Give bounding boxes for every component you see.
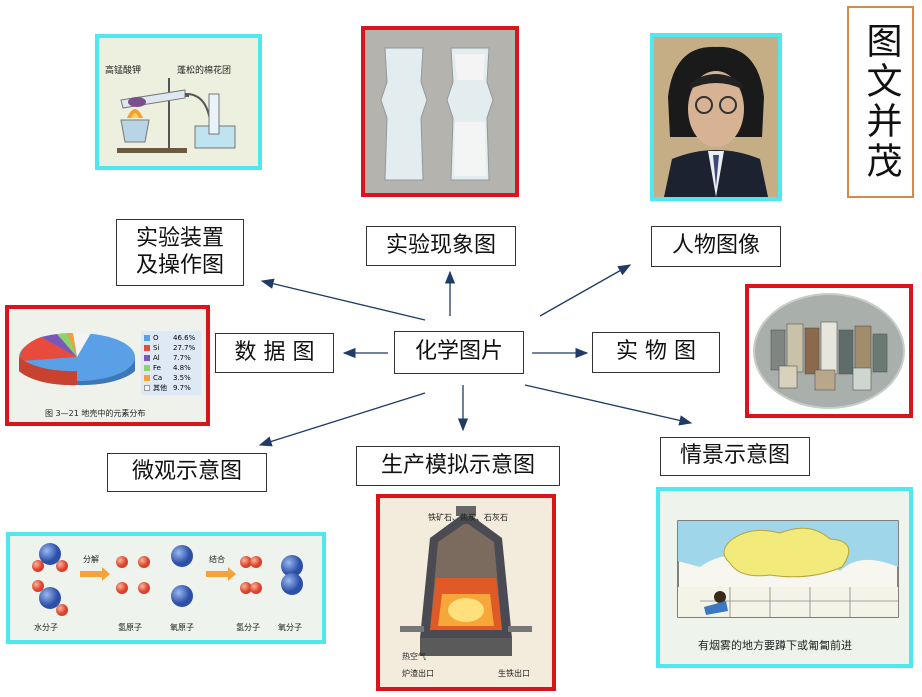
center-label: 化学图片: [394, 331, 524, 374]
corner-title-box: 图文并茂: [847, 6, 914, 198]
label-micro: 微观示意图: [107, 453, 267, 492]
legend-swatch: [144, 345, 150, 351]
scene-caption: 有烟雾的地方要蹲下或匍匐前进: [698, 637, 852, 653]
legend-swatch: [144, 355, 150, 361]
label-phenomenon: 实验现象图: [366, 226, 516, 266]
furnace-image: 铁矿石、焦炭、石灰石 热空气 炉渣出口 生铁出口: [376, 494, 556, 691]
legend-name: O: [153, 334, 173, 342]
arrow-to-micro: [260, 393, 425, 445]
label-apparatus-line2: 及操作图: [136, 253, 224, 279]
legend-name: Ca: [153, 374, 173, 382]
legend-name: Si: [153, 344, 173, 352]
legend-value: 4.8%: [173, 364, 191, 372]
apparatus-drawing: [99, 38, 258, 166]
micro-label-water: 水分子: [34, 622, 58, 633]
gas-jars-drawing: [365, 30, 515, 193]
legend-name: Al: [153, 354, 173, 362]
pie-legend: O 46.6% Si 27.7% Al 7.7% Fe 4.8% Ca 3.5%…: [141, 331, 201, 395]
corner-title: 图文并茂: [855, 22, 907, 182]
micro-label-o-molecule: 氧分子: [278, 622, 302, 633]
legend-value: 3.5%: [173, 374, 191, 382]
portrait-drawing: [654, 37, 778, 197]
apparatus-image: 高锰酸钾 蓬松的棉花团: [95, 34, 262, 170]
legend-swatch: [144, 385, 150, 391]
micro-arrow2-label: 结合: [209, 554, 225, 565]
scene-image: 有烟雾的地方要蹲下或匍匐前进: [656, 487, 913, 668]
furnace-top-label: 铁矿石、焦炭、石灰石: [428, 512, 508, 523]
legend-swatch: [144, 365, 150, 371]
bottles-drawing: [749, 288, 909, 414]
legend-name: Fe: [153, 364, 173, 372]
legend-value: 7.7%: [173, 354, 191, 362]
legend-swatch: [144, 375, 150, 381]
pie-legend-item: O 46.6%: [144, 333, 198, 343]
furnace-hot-air-label: 热空气: [402, 651, 426, 662]
legend-value: 46.6%: [173, 334, 195, 342]
label-apparatus: 实验装置 及操作图: [116, 219, 244, 286]
micro-diagram-image: 分解 结合 水分子 氢原子 氧原子 氢分子 氧分子: [6, 532, 326, 644]
legend-name: 其他: [153, 383, 173, 393]
phenomenon-image: [361, 26, 519, 197]
label-portrait: 人物图像: [651, 226, 781, 267]
legend-value: 9.7%: [173, 384, 191, 392]
legend-value: 27.7%: [173, 344, 195, 352]
portrait-image: [650, 33, 782, 201]
micro-label-h-molecule: 氢分子: [236, 622, 260, 633]
furnace-slag-label: 炉渣出口: [402, 668, 434, 679]
pie-legend-item: Si 27.7%: [144, 343, 198, 353]
micro-label-h-atom: 氢原子: [118, 622, 142, 633]
label-apparatus-line1: 实验装置: [136, 226, 224, 252]
label-data: 数 据 图: [215, 333, 334, 373]
micro-arrow1-label: 分解: [83, 554, 99, 565]
arrow-to-scene: [525, 385, 691, 423]
label-scene: 情景示意图: [660, 437, 810, 476]
label-object: 实 物 图: [592, 332, 720, 373]
furnace-iron-label: 生铁出口: [498, 668, 530, 679]
legend-swatch: [144, 335, 150, 341]
micro-label-o-atom: 氧原子: [170, 622, 194, 633]
pie-caption: 图 3—21 地壳中的元素分布: [45, 408, 145, 419]
arrow-to-apparatus: [262, 281, 425, 320]
pie-legend-item: Ca 3.5%: [144, 373, 198, 383]
pie-legend-item: Al 7.7%: [144, 353, 198, 363]
label-production: 生产模拟示意图: [356, 446, 560, 486]
pie-drawing: [11, 317, 141, 417]
pie-chart-image: O 46.6% Si 27.7% Al 7.7% Fe 4.8% Ca 3.5%…: [5, 305, 210, 426]
object-image: [745, 284, 913, 418]
pie-legend-item: 其他 9.7%: [144, 383, 198, 393]
arrow-to-portrait: [540, 265, 630, 316]
pie-legend-item: Fe 4.8%: [144, 363, 198, 373]
